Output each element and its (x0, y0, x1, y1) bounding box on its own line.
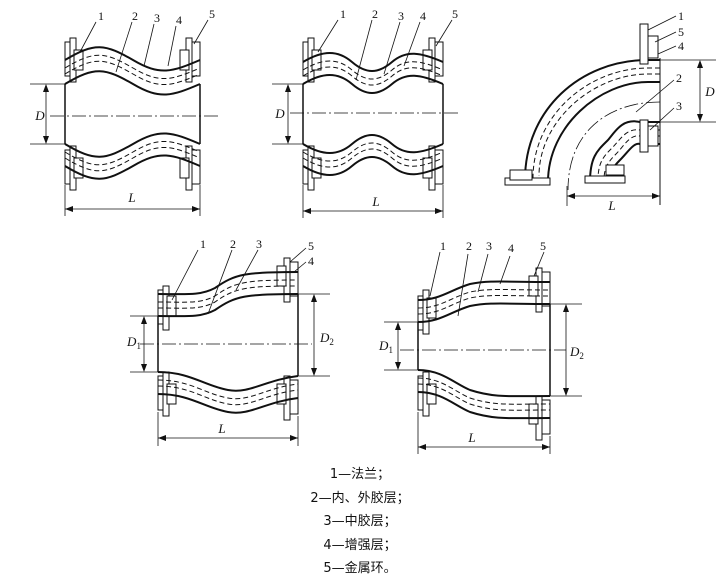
legend-item-middle-layer: 3—中胶层； (323, 514, 397, 529)
rubber-body-lower (302, 134, 444, 176)
callout-2: 2 (132, 9, 138, 23)
figure-3-elbow-joint: D L 1 5 4 2 3 (504, 9, 716, 213)
callout-3: 3 (486, 239, 492, 253)
dimension-d1: D1 (126, 315, 158, 373)
dimension-d: D (272, 83, 303, 145)
centerline (567, 101, 661, 191)
dimension-d-label: D (704, 84, 715, 99)
dimension-l-label: L (607, 198, 615, 213)
callouts: 1 2 3 5 4 (171, 237, 314, 315)
callouts: 1 2 3 4 5 (79, 7, 215, 73)
callout-2: 2 (676, 71, 682, 85)
dimension-d2: D2 (550, 303, 584, 397)
flange-inner (639, 119, 659, 153)
dimension-l-label: L (217, 421, 225, 436)
callout-4: 4 (678, 39, 684, 53)
callout-3: 3 (256, 237, 262, 251)
dimension-l-label: L (371, 194, 379, 209)
dimension-d-label: D (274, 106, 285, 121)
dimension-d1-label: D1 (378, 338, 393, 355)
callout-2: 2 (372, 7, 378, 21)
flange-top (639, 23, 659, 65)
rubber-body-lower (417, 369, 551, 420)
dimension-l: L (302, 185, 444, 218)
callout-3: 3 (154, 11, 160, 25)
dimension-d: D (660, 59, 716, 123)
dimension-l: L (64, 185, 201, 216)
figure-5-reducing-arch-joint: D1 D2 L 1 2 3 4 5 (378, 239, 584, 454)
callout-4: 4 (508, 241, 514, 255)
figure-4-reducing-joint: D1 D2 L 1 2 3 5 4 (126, 237, 334, 446)
dimension-l-label: L (467, 430, 475, 445)
callout-4: 4 (308, 254, 314, 268)
dimension-l: L (566, 186, 660, 213)
dimension-d-label: D (34, 108, 45, 123)
callout-1: 1 (200, 237, 206, 251)
dimension-l-label: L (127, 190, 135, 205)
callout-2: 2 (230, 237, 236, 251)
callout-1: 1 (340, 7, 346, 21)
dimension-d1-label: D1 (126, 334, 141, 351)
callout-3: 3 (398, 9, 404, 23)
callout-5: 5 (452, 7, 458, 21)
legend-item-flange: 1—法兰； (329, 467, 391, 482)
callout-1: 1 (440, 239, 446, 253)
flange-left-top (64, 37, 84, 83)
callouts: 1 2 3 4 5 (429, 239, 546, 317)
dimension-l: L (157, 412, 299, 446)
callout-5: 5 (209, 7, 215, 21)
dimension-d: D (30, 83, 65, 145)
flange-left-bottom (64, 145, 84, 191)
callout-2: 2 (466, 239, 472, 253)
callout-1: 1 (678, 9, 684, 23)
rubber-body-upper (302, 52, 444, 94)
callout-1: 1 (98, 9, 104, 23)
rubber-body-lower (64, 132, 201, 180)
callouts: 1 5 4 2 3 (635, 9, 684, 131)
flange-right-top (276, 257, 299, 303)
callouts: 1 2 3 4 5 (317, 7, 458, 81)
callout-5: 5 (308, 239, 314, 253)
legend-item-rubber-layers: 2—内、外胶层； (310, 490, 410, 506)
flange-left-top (417, 289, 437, 335)
rubber-body-lower (157, 371, 299, 414)
callout-5: 5 (678, 25, 684, 39)
callout-5: 5 (540, 239, 546, 253)
legend-item-reinforcement: 4—增强层； (323, 537, 397, 553)
figure-1-double-arch-joint: D L 1 2 3 4 5 (30, 7, 218, 216)
dimension-d2-label: D2 (569, 344, 584, 361)
dimension-d2-label: D2 (319, 330, 334, 347)
flange-right-top (179, 37, 201, 83)
figure-2-multi-arch-joint: D L 1 2 3 4 5 (272, 7, 460, 218)
legend: 1—法兰； 2—内、外胶层； 3—中胶层； 4—增强层； 5—金属环。 (0, 463, 720, 581)
rubber-body-upper (417, 280, 551, 323)
dimension-l: L (417, 412, 551, 454)
dimension-d1: D1 (378, 321, 418, 371)
legend-item-metal-ring: 5—金属环。 (323, 561, 397, 576)
flange-right-bottom (584, 164, 626, 184)
callout-4: 4 (176, 13, 182, 27)
rubber-body-upper (64, 46, 201, 96)
flange-left-bottom (504, 169, 551, 186)
dimension-d2: D2 (298, 293, 334, 377)
flange-right-bottom (179, 145, 201, 191)
callout-3: 3 (676, 99, 682, 113)
callout-4: 4 (420, 9, 426, 23)
